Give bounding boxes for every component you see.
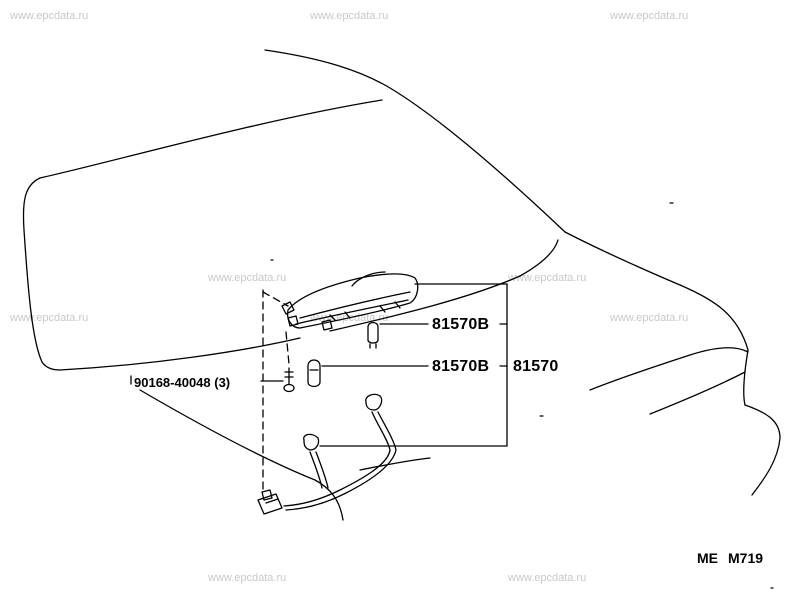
watermark: www.epcdata.ru [10, 10, 89, 22]
part-number-81570b-upper[interactable]: 81570B [432, 316, 490, 333]
screw [283, 367, 295, 393]
part-number-81570[interactable]: 81570 [513, 358, 559, 375]
watermark: www.epcdata.ru [208, 272, 287, 284]
vehicle-body-outline [22, 49, 781, 521]
watermark: www.epcdata.ru [10, 312, 89, 324]
part-number-81570b-lower[interactable]: 81570B [432, 358, 490, 375]
watermark: www.epcdata.ru [610, 312, 689, 324]
bulb-lower [307, 359, 321, 388]
watermark: www.epcdata.ru [508, 272, 587, 284]
bulb-upper [367, 321, 379, 349]
leader-lines [130, 283, 508, 447]
diagram-code-prefix: ME [697, 550, 718, 566]
reference-marks [270, 202, 774, 589]
attachment-dashed-lines [262, 289, 290, 493]
watermark: www.epcdata.ru [310, 10, 389, 22]
watermark: www.epcdata.ru [508, 572, 587, 584]
part-number-screw[interactable]: 90168-40048 (3) [134, 375, 231, 390]
watermark: www.epcdata.ru [610, 10, 689, 22]
wire-harness [257, 393, 397, 515]
stop-lamp-housing [281, 271, 419, 331]
diagram-code-number: M719 [728, 550, 764, 566]
watermark: www.epcdata.ru [208, 572, 287, 584]
